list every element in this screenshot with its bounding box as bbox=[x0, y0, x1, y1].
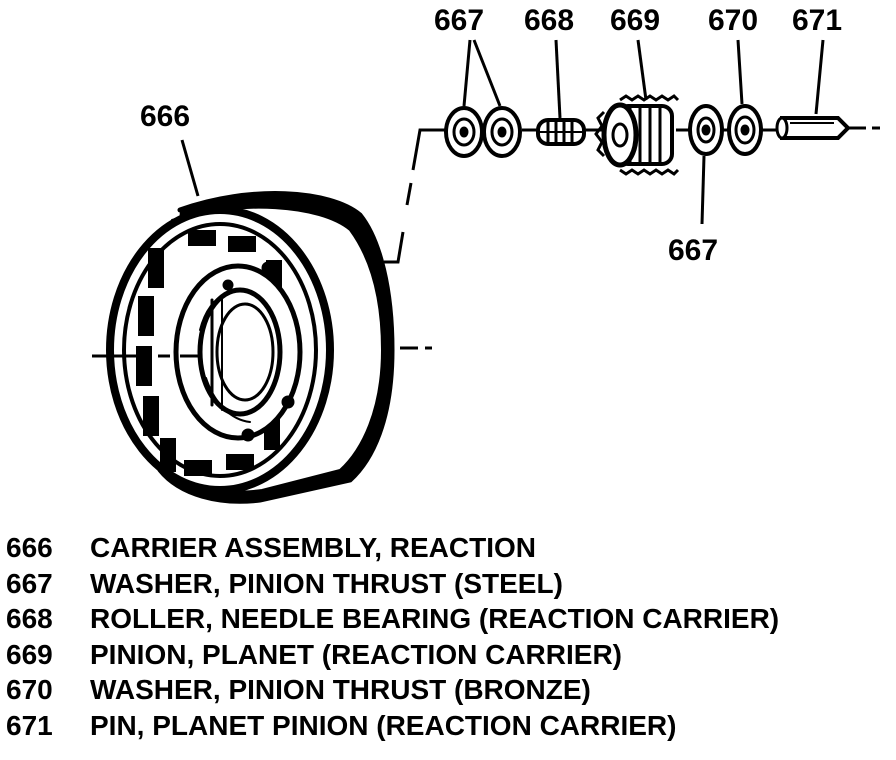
callout-666: 666 bbox=[140, 100, 190, 133]
legend-row: 671 PIN, PLANET PINION (REACTION CARRIER… bbox=[6, 708, 891, 744]
centerline bbox=[92, 346, 432, 358]
legend-row: 667 WASHER, PINION THRUST (STEEL) bbox=[6, 566, 891, 602]
washer-667-right bbox=[482, 106, 522, 158]
legend-row: 670 WASHER, PINION THRUST (BRONZE) bbox=[6, 672, 891, 708]
callout-670: 670 bbox=[708, 4, 758, 37]
callout-leaders bbox=[180, 39, 825, 225]
washer-667-left bbox=[444, 106, 484, 158]
callout-667-bottom: 667 bbox=[668, 234, 718, 267]
planet-pinion-669 bbox=[594, 94, 680, 176]
callout-669: 669 bbox=[610, 4, 660, 37]
legend-part-number: 666 bbox=[6, 532, 53, 563]
legend-part-number: 669 bbox=[6, 638, 53, 670]
callout-667-top: 667 bbox=[434, 4, 484, 37]
legend-part-number: 670 bbox=[6, 674, 53, 705]
washer-670 bbox=[727, 104, 763, 156]
legend-part-description: WASHER, PINION THRUST (BRONZE) bbox=[90, 674, 591, 705]
legend-part-description: PIN, PLANET PINION (REACTION CARRIER) bbox=[90, 709, 677, 741]
legend-part-number: 671 bbox=[6, 709, 53, 741]
planet-pin-671 bbox=[775, 116, 851, 140]
legend-part-description: CARRIER ASSEMBLY, REACTION bbox=[90, 532, 536, 563]
legend-part-number: 667 bbox=[6, 567, 53, 599]
washer-667-lower bbox=[688, 104, 724, 156]
callout-668: 668 bbox=[524, 4, 574, 37]
legend-part-description: ROLLER, NEEDLE BEARING (REACTION CARRIER… bbox=[90, 603, 780, 634]
callout-671: 671 bbox=[792, 4, 842, 37]
legend-part-description: WASHER, PINION THRUST (STEEL) bbox=[90, 567, 563, 599]
needle-bearing-668 bbox=[536, 118, 586, 146]
carrier-assembly-666 bbox=[106, 191, 395, 504]
legend-part-number: 668 bbox=[6, 603, 53, 634]
legend-row: 668 ROLLER, NEEDLE BEARING (REACTION CAR… bbox=[6, 601, 891, 637]
legend-row: 669 PINION, PLANET (REACTION CARRIER) bbox=[6, 637, 891, 673]
legend-row: 666 CARRIER ASSEMBLY, REACTION bbox=[6, 530, 891, 566]
legend-part-description: PINION, PLANET (REACTION CARRIER) bbox=[90, 638, 622, 670]
parts-legend: 666 CARRIER ASSEMBLY, REACTION 667 WASHE… bbox=[6, 530, 891, 743]
